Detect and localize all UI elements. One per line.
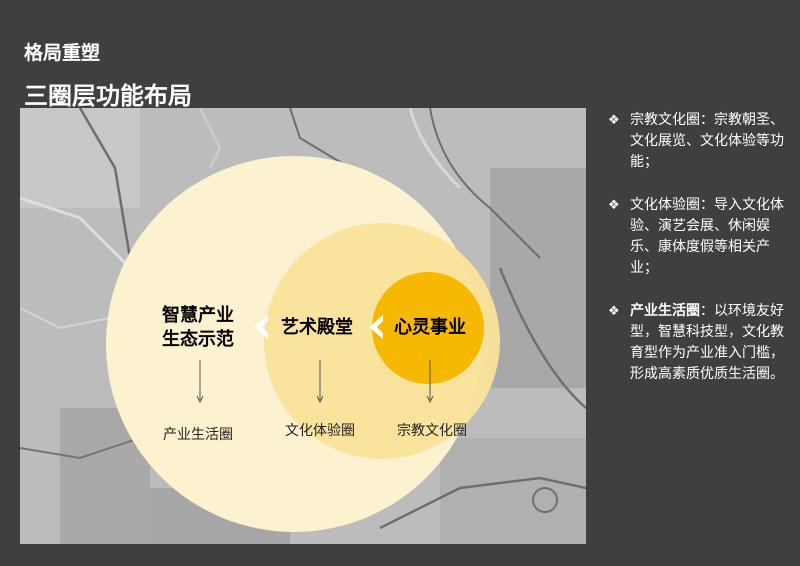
inner-circle [372,272,484,384]
diamond-bullet-icon: ❖ [608,198,620,213]
arrow-down-icon [426,360,434,404]
map-panel: 智慧产业 生态示范 艺术殿堂 心灵事业 产业生活圈 文化体验圈 宗教文化圈 [20,108,586,544]
list-item: ❖ 宗教文化圈：宗教朝圣、文化展览、文化体验等功能； [608,110,790,173]
bullet-head: 文化体验圈 [630,197,700,213]
bullet-head: 产业生活圈 [630,303,700,319]
diamond-bullet-icon: ❖ [608,304,620,319]
bullet-list: ❖ 宗教文化圈：宗教朝圣、文化展览、文化体验等功能； ❖ 文化体验圈：导入文化体… [608,110,790,407]
inner-caption: 宗教文化圈 [397,423,467,439]
bullet-body: ：宗教朝圣、文化展览、文化体验等功能； [630,112,784,170]
diamond-bullet-icon: ❖ [608,113,620,128]
page-title: 三圈层功能布局 [24,82,192,110]
middle-caption: 文化体验圈 [285,423,355,439]
arrow-down-icon [316,360,324,404]
outer-label-line1: 智慧产业 [162,305,234,326]
list-item: ❖ 产业生活圈：以环境友好型，智慧科技型，文化教育型作为产业准入门槛，形成高素质… [608,301,790,385]
inner-label: 心灵事业 [394,317,466,338]
chevron-left-icon [254,315,268,339]
outer-caption: 产业生活圈 [163,427,233,443]
arrow-down-icon [196,360,204,404]
bullet-head: 宗教文化圈 [630,112,700,128]
chevron-left-icon [369,315,383,339]
middle-label: 艺术殿堂 [281,317,353,338]
bullet-body: ：以环境友好型，智慧科技型，文化教育型作为产业准入门槛，形成高素质优质生活圈。 [630,303,784,382]
outer-label-line2: 生态示范 [162,329,234,350]
outer-label: 智慧产业 生态示范 [148,304,248,352]
section-title: 格局重塑 [24,42,101,64]
bullet-body: ：导入文化体验、演艺会展、休闲娱乐、康体度假等相关产业； [630,197,784,276]
list-item: ❖ 文化体验圈：导入文化体验、演艺会展、休闲娱乐、康体度假等相关产业； [608,195,790,279]
